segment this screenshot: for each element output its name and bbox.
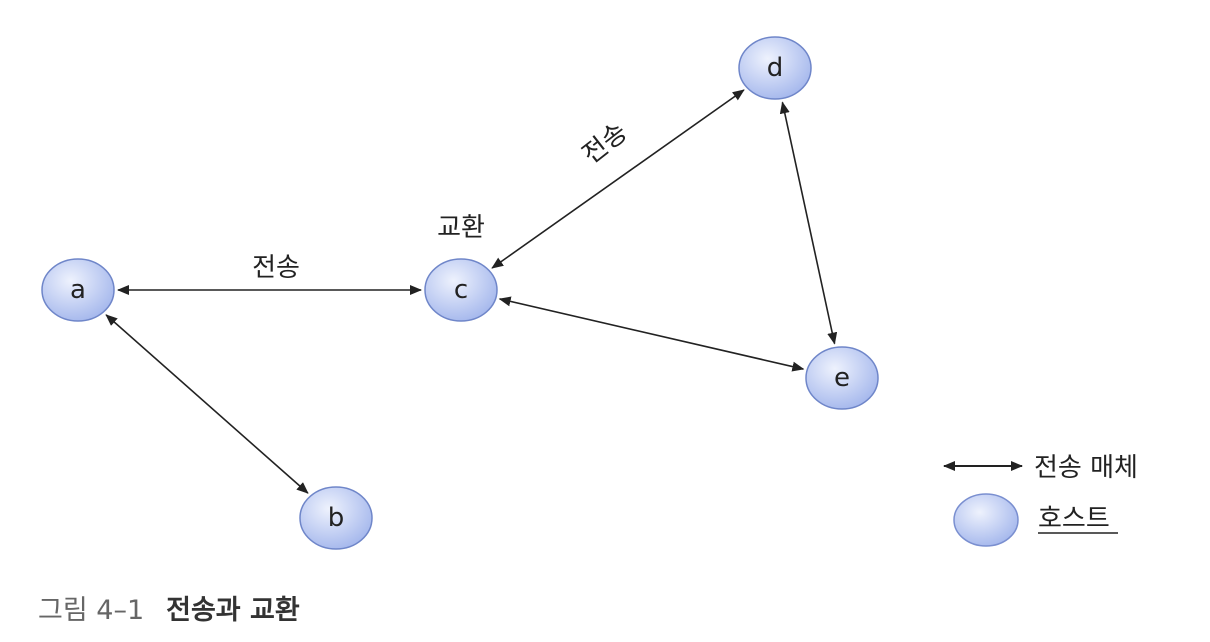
host-node-label: c — [454, 275, 468, 305]
legend-host-icon — [953, 493, 1019, 547]
host-node-shape — [299, 486, 373, 550]
switch-label: 교환 — [437, 213, 485, 243]
legend: 전송 매체 호스트 — [943, 453, 1138, 547]
host-node-c: c — [424, 258, 498, 322]
edge-c-e — [498, 296, 805, 372]
host-node-shape — [424, 258, 498, 322]
host-node-d: d — [738, 36, 812, 100]
host-node-label: a — [70, 275, 86, 305]
network-diagram: a b c d e 전송 전송 교환 전송 매체 호스트 — [41, 36, 1138, 550]
host-node-label: e — [834, 363, 850, 393]
host-node-b: b — [299, 486, 373, 550]
host-node-e: e — [805, 346, 879, 410]
host-node-label: d — [767, 53, 784, 83]
legend-medium-label: 전송 매체 — [1034, 453, 1138, 483]
host-node-shape — [805, 346, 879, 410]
edge-label-c-d: 전송 — [577, 117, 633, 170]
edge-c-d — [491, 89, 745, 269]
figure-caption: 그림 4–1 전송과 교환 — [38, 588, 300, 627]
host-node-label: b — [328, 503, 345, 533]
host-node-shape — [738, 36, 812, 100]
edge-label-a-c: 전송 — [252, 253, 300, 283]
legend-host-label: 호스트 — [1038, 504, 1110, 534]
edge-a-b — [105, 314, 309, 494]
host-node-a: a — [41, 258, 115, 322]
figure-number: 그림 4–1 — [38, 595, 145, 626]
edge-d-e — [779, 101, 838, 345]
host-node-shape — [41, 258, 115, 322]
figure-title: 전송과 교환 — [166, 595, 300, 626]
